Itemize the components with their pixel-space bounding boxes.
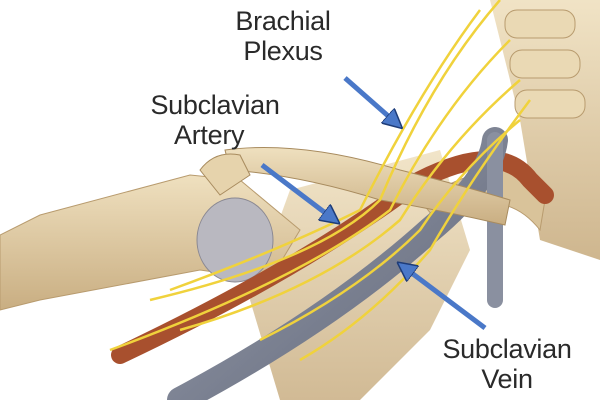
label-line: Brachial [235,6,331,36]
subclavian-vein [167,127,508,400]
subclavian-vein-arrow [405,268,487,330]
brachial-plexus-label: Brachial Plexus [228,6,338,66]
spine [490,0,600,260]
label-line: Artery [174,120,245,150]
label-line: Subclavian [150,90,280,120]
subclavian-artery-label: Subclavian Artery [140,90,290,150]
subclavian-artery-arrow [260,163,332,218]
humerus [0,174,301,311]
label-line: Vein [481,364,533,394]
brachial-plexus-nerves [109,0,532,362]
subclavian-vein-label: Subclavian Vein [432,334,582,394]
brachial-plexus-arrow [343,76,395,122]
label-line: Plexus [243,36,323,66]
label-line: Subclavian [442,334,572,364]
acromion [199,153,251,196]
